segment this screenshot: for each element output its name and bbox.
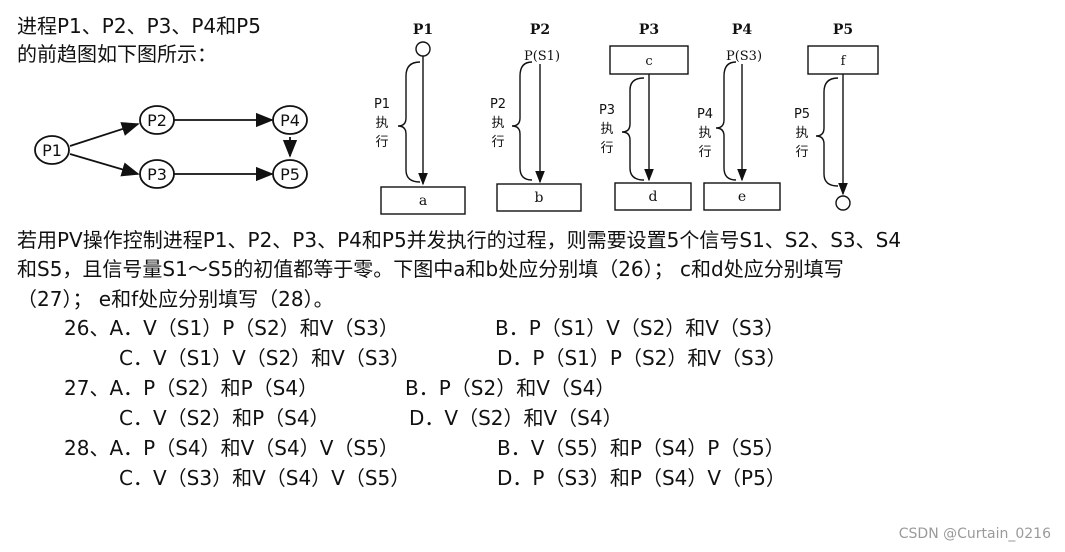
node-label-p3: P3 — [147, 165, 167, 184]
process-name-p5: P5 — [833, 22, 853, 38]
p4-top-label: P(S3) — [726, 49, 762, 64]
intro-line-1: 进程P1、P2、P3、P4和P5 — [17, 14, 261, 38]
watermark: CSDN @Curtain_0216 — [898, 526, 1051, 542]
process-name-p3: P3 — [639, 22, 659, 38]
process-diagram: P1 P2 P3 P4 P5 P(S1) c P(S3) f — [374, 22, 879, 215]
p4-exec-char2: 行 — [698, 145, 711, 160]
q28-option-d: D．P（S3）和P（S4）V（P5） — [497, 466, 786, 490]
p4-exec-char1: 执 — [698, 126, 711, 141]
process-name-p1: P1 — [413, 22, 433, 38]
p3-top-box-label: c — [645, 54, 652, 69]
node-p1 — [34, 135, 70, 165]
q27-option-b: B．P（S2）和V（S4） — [405, 376, 616, 400]
node-p3 — [139, 159, 175, 189]
question-line-3: （27）； e和f处应分别填写（28）。 — [17, 287, 334, 311]
q28-option-b: B．V（S5）和P（S4）P（S5） — [497, 436, 785, 460]
p5-exec-char2: 行 — [795, 145, 808, 160]
node-label-p4: P4 — [280, 111, 300, 130]
process-name-p2: P2 — [530, 22, 550, 38]
p4-box-label: e — [738, 189, 746, 205]
process-name-p4: P4 — [732, 22, 753, 38]
p5-exec-char1: 执 — [795, 126, 808, 141]
p1-exec-char1: 执 — [375, 116, 388, 131]
q28-option-a: 28、A．P（S4）和V（S4）V（S5） — [64, 436, 399, 460]
q26-option-c: C．V（S1）V（S2）和V（S3） — [119, 346, 411, 370]
p3-box-label: d — [649, 189, 658, 205]
question-line-1: 若用PV操作控制进程P1、P2、P3、P4和P5并发执行的过程，则需要设置5个信… — [17, 228, 902, 252]
q27-option-a: 27、A．P（S2）和P（S4） — [64, 376, 319, 400]
p1-exec-name: P1 — [374, 97, 390, 112]
p3-exec-char2: 行 — [600, 141, 613, 156]
q27-option-d: D．V（S2）和V（S4） — [409, 406, 623, 430]
node-p2 — [139, 105, 175, 135]
p2-exec-char1: 执 — [491, 116, 504, 131]
p2-box-label: b — [535, 190, 544, 206]
node-label-p1: P1 — [42, 141, 62, 160]
node-label-p2: P2 — [147, 111, 167, 130]
q26-option-d: D．P（S1）P（S2）和V（S3） — [497, 346, 787, 370]
q26-option-a: 26、A．V（S1）P（S2）和V（S3） — [64, 316, 399, 340]
intro-line-2: 的前趋图如下图所示： — [17, 42, 217, 66]
p5-top-box-label: f — [841, 54, 847, 69]
q27-option-c: C．V（S2）和P（S4） — [119, 406, 330, 430]
precedence-graph: P1 P2 P3 P4 P5 — [34, 105, 308, 189]
p1-exec-char2: 行 — [375, 135, 388, 150]
node-label-p5: P5 — [280, 165, 300, 184]
q28-option-c: C．V（S3）和V（S4）V（S5） — [119, 466, 411, 490]
p2-top-label: P(S1) — [524, 49, 560, 64]
p1-box-label: a — [419, 193, 427, 209]
q26-option-b: B．P（S1）V（S2）和V（S3） — [495, 316, 785, 340]
p4-exec-name: P4 — [697, 107, 713, 122]
question-line-2: 和S5，且信号量S1～S5的初值都等于零。下图中a和b处应分别填（26）； c和… — [17, 257, 844, 281]
node-p5 — [272, 159, 308, 189]
p3-exec-char1: 执 — [600, 122, 613, 137]
node-p4 — [272, 105, 308, 135]
p5-exec-name: P5 — [794, 107, 810, 122]
p3-exec-name: P3 — [599, 103, 615, 118]
p2-exec-name: P2 — [490, 97, 506, 112]
p2-exec-char2: 行 — [491, 135, 504, 150]
